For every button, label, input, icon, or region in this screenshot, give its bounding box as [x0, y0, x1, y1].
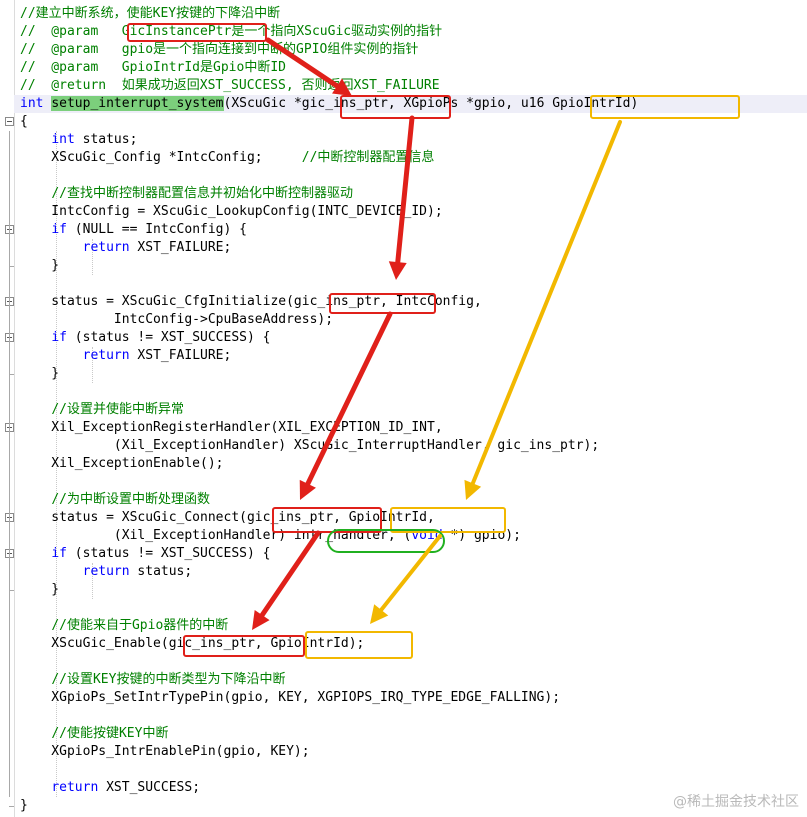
- code-line: XGpioPs_IntrEnablePin(gpio, KEY);: [20, 744, 310, 759]
- arrow-intr-id-to-connect-head: [464, 479, 482, 500]
- arrow-param-to-signature-head: [332, 78, 352, 96]
- code-line: if (NULL == IntcConfig) {: [51, 222, 247, 237]
- code-line: //设置并使能中断异常: [51, 402, 184, 417]
- fold-end-marker: [9, 806, 14, 807]
- fold-end-marker: [9, 590, 14, 591]
- fold-gutter: [0, 0, 15, 817]
- code-line: XGpioPs_SetIntrTypePin(gpio, KEY, XGPIOP…: [20, 690, 561, 705]
- arrow-intr-id-to-connect-shaft: [470, 120, 622, 486]
- arrow-cfg-init-to-connect-head: [299, 479, 316, 500]
- code-line: }: [20, 258, 60, 273]
- code-line: status = XScuGic_Connect(gic_ins_ptr, Gp…: [20, 510, 435, 525]
- arrow-cfg-init-to-connect-shaft: [305, 311, 393, 487]
- code-line: status = XScuGic_CfgInitialize(gic_ins_p…: [20, 294, 482, 309]
- code-line: //使能来自于Gpio器件的中断: [51, 618, 229, 633]
- code-line: return XST_FAILURE;: [82, 348, 232, 363]
- indent-guide: [92, 563, 93, 599]
- code-line: // @param gpio是一个指向连接到中断的GPIO组件实例的指针: [20, 42, 419, 57]
- code-line: //查找中断控制器配置信息并初始化中断控制器驱动: [51, 186, 353, 201]
- signature-box-gic-ins-ptr: [340, 95, 451, 119]
- code-line: Xil_ExceptionRegisterHandler(XIL_EXCEPTI…: [20, 420, 443, 435]
- arrow-param-to-signature-shaft: [265, 37, 340, 89]
- code-line: }: [20, 366, 60, 381]
- arrow-connect-to-enable-shaft: [259, 530, 321, 618]
- enable-box-gpio-intr-id: [305, 631, 413, 659]
- code-line: //使能按键KEY中断: [51, 726, 169, 741]
- code-line: return status;: [82, 564, 193, 579]
- code-line: }: [20, 582, 60, 597]
- arrow-signature-to-cfg-init-head: [388, 261, 407, 280]
- code-line: Xil_ExceptionEnable();: [20, 456, 224, 471]
- code-line: //建立中断系统，使能KEY按键的下降沿中断: [20, 6, 281, 21]
- code-line: //为中断设置中断处理函数: [51, 492, 210, 507]
- code-line: // @param GicInstancePtr是一个指向XScuGic驱动实例…: [20, 24, 443, 39]
- connect-box-gic-ins-ptr: [272, 507, 382, 533]
- connect-box-gpio-intr-id: [390, 507, 506, 533]
- signature-box-gpio-intr-id: [590, 95, 740, 119]
- indent-guide: [92, 239, 93, 275]
- code-line: return XST_SUCCESS;: [51, 780, 201, 795]
- indent-guide: [56, 131, 57, 797]
- code-line: (Xil_ExceptionHandler) XScuGic_Interrupt…: [20, 438, 600, 453]
- fold-toggle-icon[interactable]: [5, 117, 14, 126]
- fold-range-line: [9, 131, 10, 797]
- enable-box-gic-ins-ptr: [183, 635, 305, 657]
- code-line: XScuGic_Config *IntcConfig; //中断控制器配置信息: [20, 150, 435, 165]
- code-line: {: [20, 114, 28, 129]
- arrow-connect-to-enable-intr-id-head: [370, 604, 389, 624]
- code-line: IntcConfig->CpuBaseAddress);: [20, 312, 334, 327]
- code-line: IntcConfig = XScuGic_LookupConfig(INTC_D…: [20, 204, 443, 219]
- code-line: }: [20, 798, 28, 813]
- code-line: if (status != XST_SUCCESS) {: [51, 546, 271, 561]
- arrow-connect-to-enable-head: [252, 610, 270, 630]
- code-line: if (status != XST_SUCCESS) {: [51, 330, 271, 345]
- code-line: int setup_interrupt_system(XScuGic *gic_…: [20, 96, 639, 111]
- watermark: @稀土掘金技术社区: [673, 794, 799, 810]
- code-line: return XST_FAILURE;: [82, 240, 232, 255]
- intr-handler-ellipse: [327, 529, 445, 553]
- code-line: //设置KEY按键的中断类型为下降沿中断: [51, 672, 286, 687]
- arrow-connect-to-enable-intr-id-shaft: [379, 534, 442, 612]
- fold-end-marker: [9, 374, 14, 375]
- code-line: // @param GpioIntrId是Gpio中断ID: [20, 60, 286, 75]
- arrow-signature-to-cfg-init-shaft: [395, 115, 415, 265]
- code-line: int status;: [51, 132, 138, 147]
- code-line: XScuGic_Enable(gic_ins_ptr, GpioIntrId);: [20, 636, 365, 651]
- cfg-init-box-gic-ins-ptr: [329, 293, 436, 314]
- fold-end-marker: [9, 266, 14, 267]
- param-box-gic-instance: [127, 23, 267, 42]
- indent-guide: [92, 347, 93, 383]
